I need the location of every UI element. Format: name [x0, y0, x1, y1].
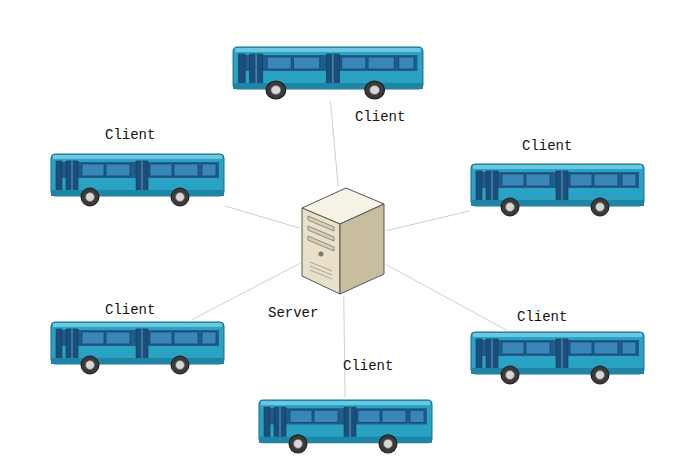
- client-bus: Client: [470, 330, 645, 386]
- client-label: Client: [517, 309, 567, 325]
- bus-icon: [470, 162, 645, 218]
- network-link: [331, 101, 339, 186]
- network-link: [386, 211, 470, 231]
- bus-icon: [258, 398, 433, 455]
- client-label: Client: [343, 358, 393, 374]
- client-bus: Client: [50, 152, 225, 208]
- network-link: [386, 264, 506, 330]
- client-bus: Client: [232, 45, 424, 101]
- bus-icon: [470, 330, 645, 386]
- server-label: Server: [268, 305, 318, 321]
- network-link: [225, 206, 300, 228]
- client-label: Client: [105, 127, 155, 143]
- server-node: Server: [300, 186, 386, 296]
- client-label: Client: [522, 138, 572, 154]
- bus-icon: [50, 152, 225, 208]
- server-icon: [300, 186, 386, 296]
- bus-icon: [232, 45, 424, 101]
- client-label: Client: [105, 302, 155, 318]
- client-bus: Client: [470, 162, 645, 218]
- client-label: Client: [355, 109, 405, 125]
- client-bus: Client: [50, 320, 225, 376]
- network-link: [344, 296, 345, 398]
- bus-icon: [50, 320, 225, 376]
- client-bus: Client: [258, 398, 433, 455]
